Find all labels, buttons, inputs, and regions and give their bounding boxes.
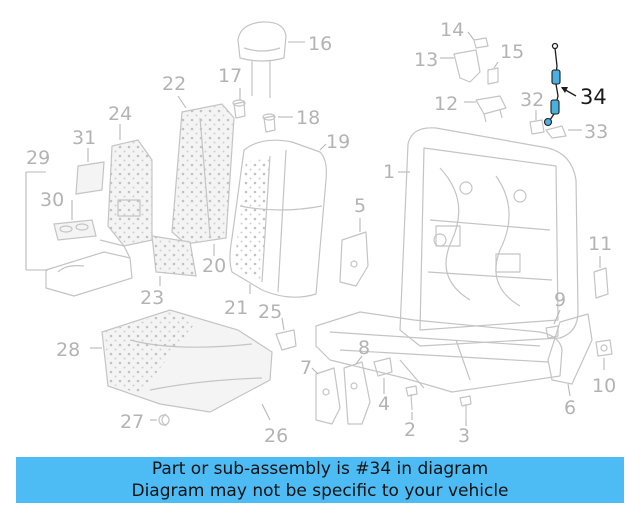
callout-19: 19 <box>326 131 350 153</box>
hinge-plate-part-8 <box>343 355 371 425</box>
bracket-part-25 <box>275 317 297 351</box>
callout-17: 17 <box>218 65 242 87</box>
callout-30: 30 <box>40 189 64 211</box>
callout-34-highlighted: 34 <box>580 85 607 109</box>
parts-diagram: 1 2 3 4 5 6 7 8 9 10 11 12 13 14 15 16 1… <box>25 19 616 447</box>
callout-7: 7 <box>300 357 312 379</box>
callout-26: 26 <box>264 425 288 447</box>
callout-14: 14 <box>440 19 464 41</box>
callout-8: 8 <box>358 337 370 359</box>
banner-line-part-number: Part or sub-assembly is #34 in diagram <box>151 459 489 479</box>
seatback-pad-part-22 <box>171 95 235 256</box>
banner-line-disclaimer: Diagram may not be specific to your vehi… <box>131 481 509 501</box>
callout-27: 27 <box>120 411 144 433</box>
seat-frame-base <box>315 311 563 393</box>
bolt-part-3 <box>459 395 472 426</box>
callout-29: 29 <box>26 147 50 169</box>
callout-3: 3 <box>458 425 470 447</box>
clip-part-32 <box>529 110 545 135</box>
callout-31: 31 <box>72 127 96 149</box>
block-part-23 <box>151 235 197 286</box>
latch-part-4 <box>373 357 393 394</box>
callout-5: 5 <box>354 195 366 217</box>
callout-1: 1 <box>383 161 395 183</box>
callout-16: 16 <box>308 33 332 55</box>
hinge-plate-part-7 <box>311 367 341 425</box>
hinge-cover-part-5 <box>339 218 369 287</box>
callout-28: 28 <box>56 339 80 361</box>
callout-labels: 1 2 3 4 5 6 7 8 9 10 11 12 13 14 15 16 1… <box>26 19 616 447</box>
callout-4: 4 <box>378 393 390 415</box>
seat-cushion-part-28 <box>90 309 273 421</box>
info-banner: Part or sub-assembly is #34 in diagram D… <box>16 457 624 503</box>
bracket-part-13 <box>440 49 481 83</box>
cover-part-11 <box>593 256 609 299</box>
callout-20: 20 <box>202 255 226 277</box>
clip-part-27 <box>150 413 170 427</box>
callout-12: 12 <box>434 93 458 115</box>
cable-part-34-highlighted <box>543 42 577 127</box>
callout-25: 25 <box>258 301 282 323</box>
side-shield-part-6 <box>547 313 593 397</box>
cupholder-part-30 <box>53 200 97 241</box>
clip-part-33 <box>545 125 582 139</box>
seatback-cover-part-19 <box>229 139 327 298</box>
headrest-part-16 <box>237 21 305 98</box>
bolt-part-2 <box>405 385 418 420</box>
clip-part-14 <box>467 31 489 49</box>
clip-part-15 <box>487 61 499 85</box>
callout-21: 21 <box>224 297 248 319</box>
clip-part-9 <box>545 309 561 339</box>
callout-15: 15 <box>500 41 524 63</box>
callout-10: 10 <box>592 375 616 397</box>
side-panel-part-24 <box>107 124 153 247</box>
armrest-part-29 <box>25 171 133 297</box>
headrest-guide-part-18 <box>262 113 293 133</box>
headrest-guide-part-17 <box>232 88 246 119</box>
callout-9: 9 <box>554 289 566 311</box>
callout-22: 22 <box>162 73 186 95</box>
callout-18: 18 <box>296 107 320 129</box>
callout-6: 6 <box>564 397 576 419</box>
knob-part-10 <box>595 339 613 370</box>
callout-13: 13 <box>414 49 438 71</box>
seatback-frame-part-1 <box>398 127 579 347</box>
callout-23: 23 <box>140 287 164 309</box>
pad-part-31 <box>75 148 105 195</box>
callout-32: 32 <box>520 89 544 111</box>
bracket-part-12 <box>464 95 507 123</box>
callout-2: 2 <box>404 419 416 441</box>
callout-24: 24 <box>108 103 132 125</box>
callout-11: 11 <box>588 233 612 255</box>
callout-33: 33 <box>584 121 608 143</box>
